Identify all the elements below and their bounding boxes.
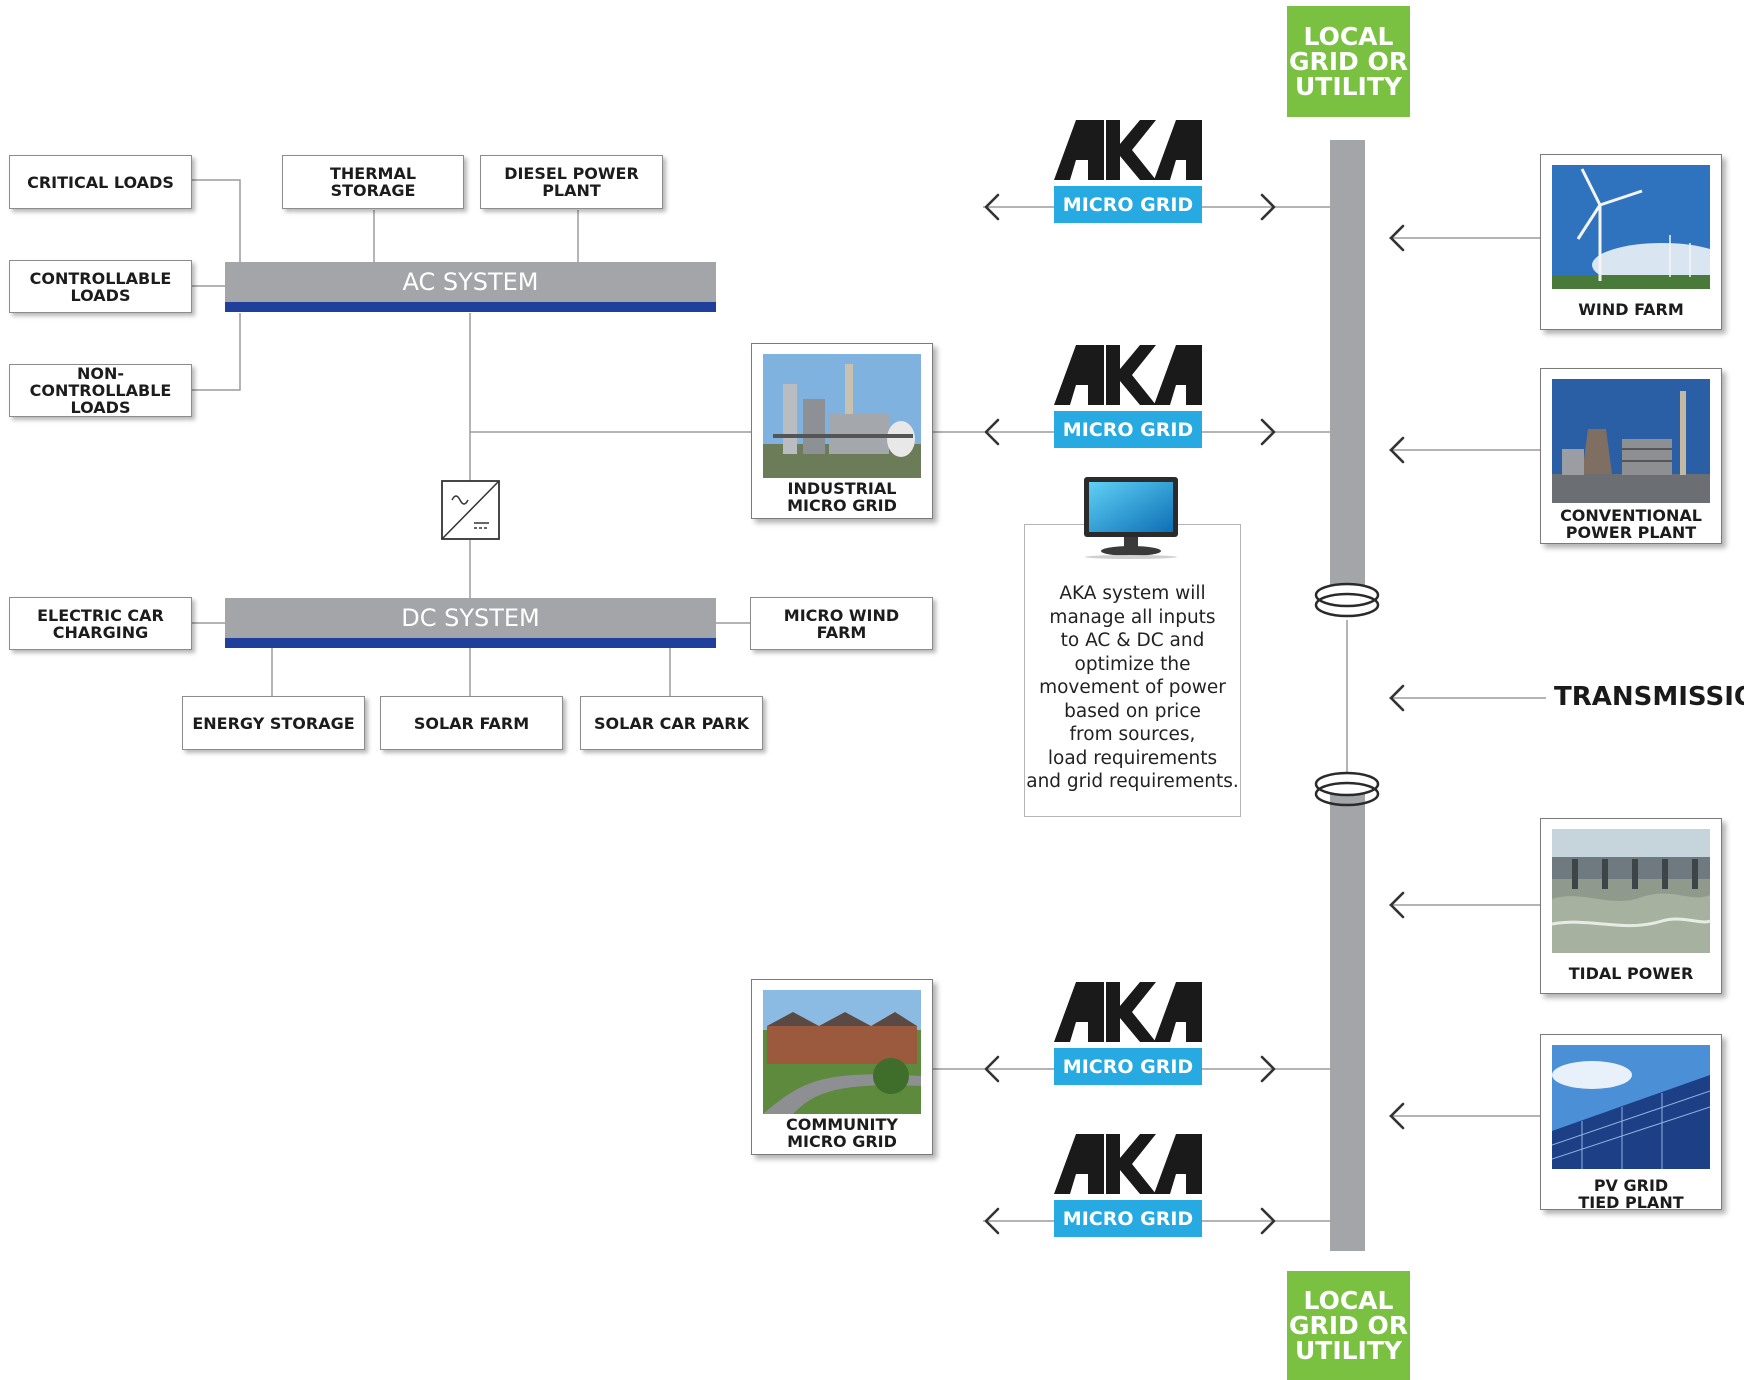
aka-micro-grid-2: MICRO GRID: [1054, 345, 1202, 448]
wind-turbine-image: [1552, 165, 1710, 289]
aka-logo-icon: [1054, 345, 1202, 405]
ac-system-label: AC SYSTEM: [225, 262, 716, 302]
industrial-micro-grid-card: INDUSTRIAL MICRO GRID: [751, 343, 933, 519]
monitor-icon: [1084, 477, 1178, 559]
conventional-power-plant-card: CONVENTIONAL POWER PLANT: [1540, 368, 1722, 544]
dc-system-label: DC SYSTEM: [225, 598, 716, 638]
dc-system-bus: DC SYSTEM: [225, 598, 716, 648]
tidal-power-card: TIDAL POWER: [1540, 818, 1722, 994]
wind-farm-card: WIND FARM: [1540, 154, 1722, 330]
local-grid-top-label: LOCAL GRID OR UTILITY: [1287, 6, 1410, 117]
community-micro-grid-card: COMMUNITY MICRO GRID: [751, 979, 933, 1155]
solar-car-park-box: SOLAR CAR PARK: [580, 696, 763, 750]
micro-grid-label-3: MICRO GRID: [1054, 1048, 1202, 1085]
tidal-dam-image: [1552, 829, 1710, 953]
wind-farm-caption: WIND FARM: [1578, 300, 1684, 319]
industrial-micro-grid-caption: INDUSTRIAL MICRO GRID: [787, 479, 897, 515]
aka-system-info-text: AKA system will manage all inputs to AC …: [1026, 583, 1239, 792]
aka-logo-icon: [1054, 982, 1202, 1042]
inverter-icon: [441, 480, 500, 540]
tidal-power-caption: TIDAL POWER: [1568, 964, 1694, 983]
electric-car-charging-box: ELECTRIC CAR CHARGING: [9, 597, 192, 650]
local-grid-bottom-label: LOCAL GRID OR UTILITY: [1287, 1271, 1410, 1380]
aka-micro-grid-4: MICRO GRID: [1054, 1134, 1202, 1237]
solar-panel-image: [1552, 1045, 1710, 1169]
thermal-storage-box: THERMAL STORAGE: [282, 155, 464, 209]
energy-storage-box: ENERGY STORAGE: [182, 696, 365, 750]
community-micro-grid-caption: COMMUNITY MICRO GRID: [785, 1115, 899, 1151]
transmission-label: TRANSMISSION: [1554, 682, 1744, 712]
aka-logo-icon: [1054, 1134, 1202, 1194]
conventional-power-plant-caption: CONVENTIONAL POWER PLANT: [1560, 506, 1702, 542]
diesel-power-plant-box: DIESEL POWER PLANT: [480, 155, 663, 209]
non-controllable-loads-box: NON-CONTROLLABLE LOADS: [9, 364, 192, 417]
power-plant-image: [1552, 379, 1710, 503]
micro-grid-label-1: MICRO GRID: [1054, 186, 1202, 223]
industrial-plant-image: [763, 354, 921, 478]
aka-logo-icon: [1054, 120, 1202, 180]
micro-grid-label-2: MICRO GRID: [1054, 411, 1202, 448]
pv-grid-tied-plant-card: PV GRID TIED PLANT: [1540, 1034, 1722, 1212]
micro-wind-farm-box: MICRO WIND FARM: [750, 597, 933, 650]
controllable-loads-box: CONTROLLABLE LOADS: [9, 260, 192, 313]
pv-grid-tied-plant-caption: PV GRID TIED PLANT: [1578, 1176, 1684, 1212]
aka-micro-grid-3: MICRO GRID: [1054, 982, 1202, 1085]
community-houses-image: [763, 990, 921, 1114]
micro-grid-label-4: MICRO GRID: [1054, 1200, 1202, 1237]
aka-system-info-box: AKA system will manage all inputs to AC …: [1024, 524, 1241, 817]
aka-micro-grid-1: MICRO GRID: [1054, 120, 1202, 223]
critical-loads-box: CRITICAL LOADS: [9, 155, 192, 209]
ac-system-bus: AC SYSTEM: [225, 262, 716, 312]
solar-farm-box: SOLAR FARM: [380, 696, 563, 750]
